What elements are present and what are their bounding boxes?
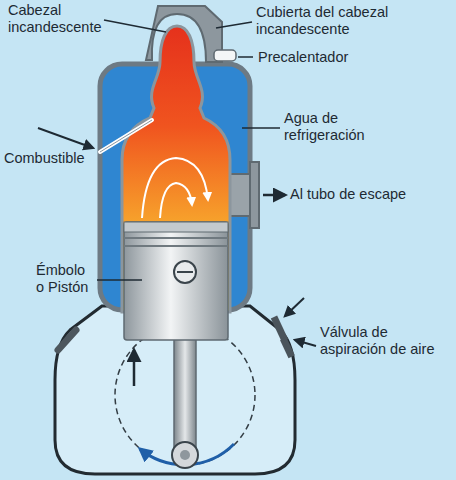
label-holder: Cubierta del cabezal incandescente: [256, 4, 421, 37]
gas-flow: [160, 183, 192, 218]
part-label: Combustible: [4, 150, 85, 167]
part-label: Al tubo de escape: [290, 186, 406, 203]
label-holder: Émbolo o Pistón: [36, 262, 92, 295]
crank-pin-center: [180, 450, 190, 460]
label-holder: Agua de refrigeración: [284, 110, 399, 143]
leader-lines: [97, 20, 280, 280]
air-valve: [271, 298, 316, 358]
part-label: Cabezal incandescente: [8, 2, 118, 35]
part-label: Émbolo o Pistón: [36, 262, 92, 295]
preheater: [214, 50, 253, 61]
label-holder: Válvula de aspiración de aire: [320, 324, 452, 357]
crank-pin: [172, 442, 198, 468]
piston: [124, 222, 228, 340]
crankcase-flap: [58, 330, 76, 350]
part-label: Válvula de aspiración de aire: [320, 324, 452, 357]
part-label: Cubierta del cabezal incandescente: [256, 4, 421, 37]
label-holder: Precalentador: [258, 49, 348, 66]
part-label: Precalentador: [258, 49, 348, 66]
exhaust-port: [228, 162, 285, 228]
motion-arrow: [133, 350, 136, 386]
part-label: Agua de refrigeración: [284, 110, 399, 143]
fuel-pipe: [38, 120, 152, 152]
label-holder: Combustible: [4, 150, 85, 167]
gas-flow: [142, 158, 208, 218]
label-holder: Al tubo de escape: [290, 186, 406, 203]
label-holder: Cabezal incandescente: [8, 2, 118, 35]
